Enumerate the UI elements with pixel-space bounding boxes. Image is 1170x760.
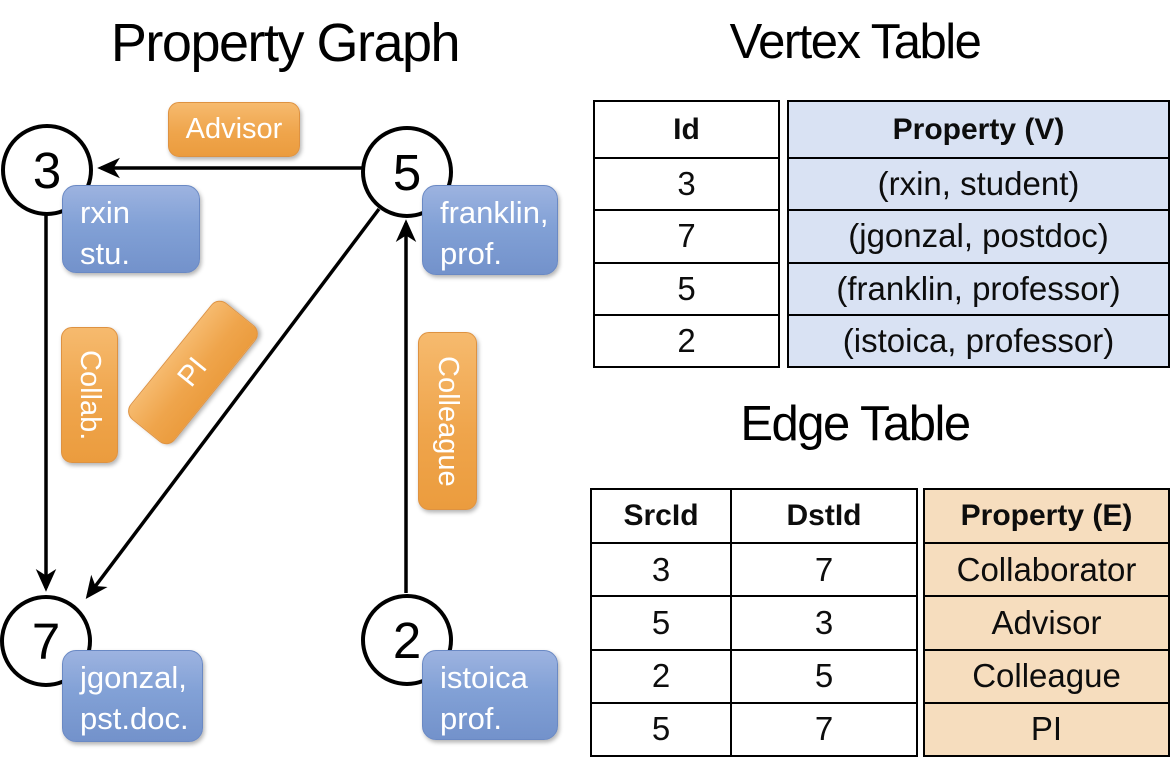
edge-table-header-property: Property (E) xyxy=(925,490,1168,542)
node-property-line: rxin xyxy=(80,195,130,230)
edge-table-srcid-cell: 5 xyxy=(592,701,730,755)
node-property-line: prof. xyxy=(440,236,503,271)
edge-table-srcid-cell: 5 xyxy=(592,595,730,648)
vertex-table-property-cell: (rxin, student) xyxy=(789,157,1168,210)
node-property-line: pst.doc. xyxy=(80,701,189,736)
vertex-id-label: 2 xyxy=(392,611,422,669)
edge-table-dstid-cell: 7 xyxy=(730,701,916,755)
edge-table-dstid-cell: 3 xyxy=(730,595,916,649)
edge-table-header-srcid: SrcId xyxy=(623,499,699,532)
node-property-line: prof. xyxy=(440,701,503,736)
edge-table-property-column: Property (E) Collaborator Advisor Collea… xyxy=(923,488,1170,757)
edge-table-property-cell: PI xyxy=(925,701,1168,755)
edge-table-header-dstid: DstId xyxy=(730,490,916,542)
vertex-table-id-cell: 3 xyxy=(595,157,778,209)
vertex-table-title: Vertex Table xyxy=(729,15,982,69)
vertex-id-label: 7 xyxy=(31,612,61,670)
edge-table-srcid-cell: 3 xyxy=(592,542,730,595)
vertex-table-property-cell: (franklin, professor) xyxy=(789,261,1168,314)
edge-table-property-cell: Advisor xyxy=(925,595,1168,649)
node-property-jgonzal: jgonzal, pst.doc. xyxy=(62,650,203,742)
edge-table-src-dst-columns: SrcId DstId 3 7 5 3 2 5 5 7 xyxy=(590,488,918,757)
node-property-line: jgonzal, xyxy=(80,660,187,695)
node-property-line: istoica xyxy=(440,660,528,695)
vertex-table-id-column: Id 3 7 5 2 xyxy=(593,100,780,368)
edge-table-dstid-cell: 5 xyxy=(730,648,916,702)
vertex-node-5: 5 xyxy=(361,126,453,218)
vertex-table-header-property: Property (V) xyxy=(789,102,1168,157)
vertex-node-2: 2 xyxy=(361,594,453,686)
edge-table-title: Edge Table xyxy=(740,397,971,451)
vertex-table-id-cell: 5 xyxy=(595,261,778,314)
property-graph-title: Property Graph xyxy=(110,13,461,73)
vertex-id-label: 3 xyxy=(32,141,62,199)
edge-label-colleague: Colleague xyxy=(418,332,477,510)
vertex-table-header-id: Id xyxy=(673,112,700,146)
node-property-franklin: franklin, prof. xyxy=(422,185,558,275)
edge-table-property-cell: Collaborator xyxy=(925,542,1168,596)
edge-label-advisor: Advisor xyxy=(168,102,300,157)
edge-table-dstid-cell: 7 xyxy=(730,542,916,596)
edge-label-collab: Collab. xyxy=(61,327,118,463)
node-property-line: franklin, xyxy=(440,195,549,230)
edge-table-srcid-cell: 2 xyxy=(592,648,730,702)
vertex-table-property-cell: (istoica, professor) xyxy=(789,313,1168,366)
vertex-table-property-column: Property (V) (rxin, student) (jgonzal, p… xyxy=(787,100,1170,368)
node-property-rxin: rxin stu. xyxy=(62,185,200,273)
node-property-line: stu. xyxy=(80,236,130,271)
vertex-table-id-cell: 7 xyxy=(595,209,778,261)
edge-table-property-cell: Colleague xyxy=(925,648,1168,702)
vertex-table-id-cell: 2 xyxy=(595,313,778,366)
vertex-id-label: 5 xyxy=(392,143,422,201)
graph-edges-canvas xyxy=(35,157,417,600)
vertex-table-property-cell: (jgonzal, postdoc) xyxy=(789,209,1168,262)
edge-5-to-7 xyxy=(85,207,381,600)
node-property-istoica: istoica prof. xyxy=(422,650,558,740)
